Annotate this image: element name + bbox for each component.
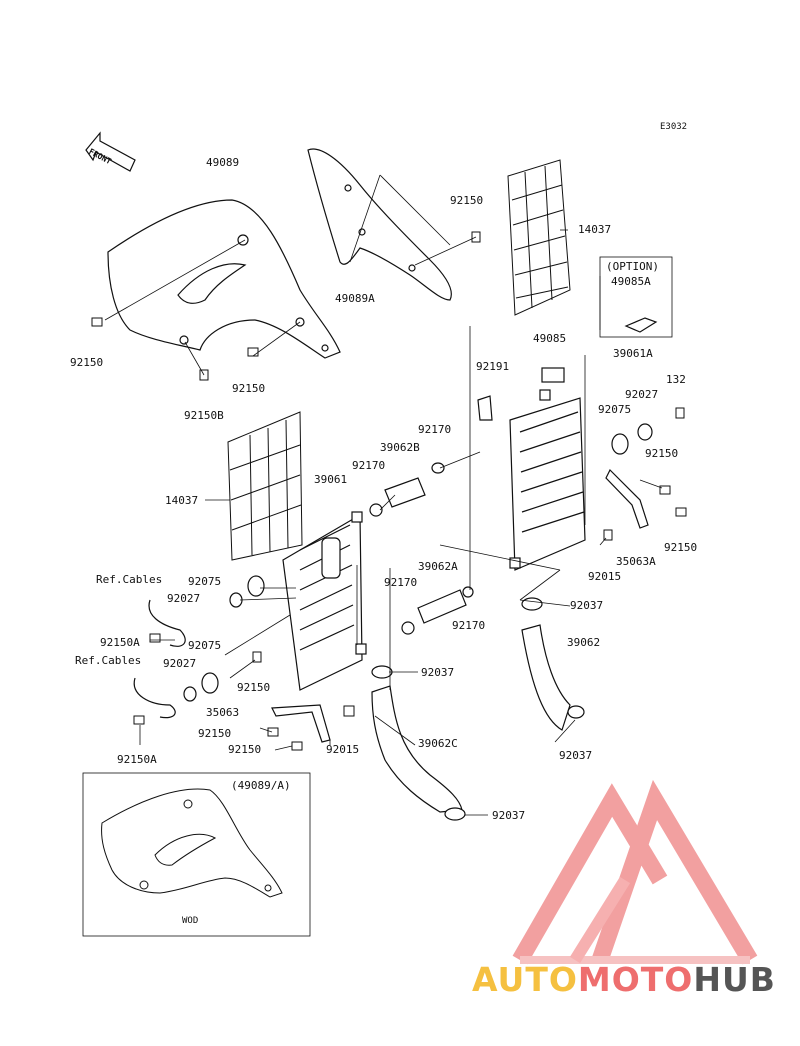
watermark-logo-icon	[512, 779, 758, 965]
watermark-text-hub: HUB	[693, 960, 776, 999]
part-49085: 49085	[533, 332, 567, 345]
radiator-right	[509, 367, 586, 571]
part-39062b: 39062B	[380, 441, 420, 454]
part-92150-c: 92150	[237, 681, 271, 694]
part-49089a: 49089A	[335, 292, 375, 305]
part-92037-d: 92037	[492, 809, 526, 822]
part-92150-r: 92150	[645, 447, 679, 460]
diagram-code: E3032	[660, 122, 688, 132]
part-14037-left: 14037	[165, 494, 199, 507]
part-92170-b: 92170	[352, 459, 386, 472]
part-92150b: 92150B	[184, 409, 224, 422]
option-part: 49085A	[611, 275, 651, 288]
hose-clamps	[369, 462, 585, 821]
part-92015-right: 92015	[588, 570, 622, 583]
part-39061: 39061	[314, 473, 348, 486]
radiator-shroud	[107, 199, 341, 359]
option-title: (OPTION)	[606, 260, 659, 273]
part-92027-left-2: 92027	[163, 657, 197, 670]
watermark-text-auto: AUTO	[472, 960, 578, 999]
part-39062: 39062	[567, 636, 601, 649]
part-92150-mid: 92150	[232, 382, 266, 395]
watermark-text: AUTOMOTOHUB	[472, 962, 776, 998]
watermark-text-moto: MOTO	[577, 960, 694, 999]
part-35063: 35063	[206, 706, 240, 719]
part-92075-left-2: 92075	[188, 639, 222, 652]
front-arrow-icon	[85, 131, 136, 172]
radiator-grille-right	[507, 159, 571, 316]
part-39062c: 39062C	[418, 737, 458, 750]
part-92191: 92191	[476, 360, 510, 373]
part-92075-left: 92075	[188, 575, 222, 588]
part-14037-top: 14037	[578, 223, 612, 236]
part-92027-left: 92027	[167, 592, 201, 605]
part-92027-right: 92027	[625, 388, 659, 401]
part-92170-a: 92170	[418, 423, 452, 436]
part-132: 132	[666, 373, 686, 386]
ref-cables-1: Ref.Cables	[96, 573, 163, 586]
part-92037-a: 92037	[570, 599, 604, 612]
part-92150a-1: 92150A	[100, 636, 140, 649]
part-49089: 49089	[206, 156, 240, 169]
part-92037-b: 92037	[421, 666, 455, 679]
inset-title: (49089/A)	[231, 779, 291, 792]
part-35063a: 35063A	[616, 555, 656, 568]
part-39061a: 39061A	[613, 347, 653, 360]
brackets-and-cables	[133, 317, 658, 743]
part-92150-r2: 92150	[664, 541, 698, 554]
part-39062a: 39062A	[418, 560, 458, 573]
part-92150-top: 92150	[450, 194, 484, 207]
part-92150-e: 92150	[228, 743, 262, 756]
radiator-grille-left	[227, 411, 303, 561]
part-92170-c: 92170	[384, 576, 418, 589]
part-92075-right: 92075	[598, 403, 632, 416]
ref-cables-2: Ref.Cables	[75, 654, 142, 667]
radiator-left	[282, 511, 367, 691]
inset-caption: WOD	[182, 916, 199, 926]
part-92170-d: 92170	[452, 619, 486, 632]
grommets	[183, 423, 653, 702]
inset-box	[82, 772, 311, 937]
part-92015-left: 92015	[326, 743, 360, 756]
part-92150a-2: 92150A	[117, 753, 157, 766]
part-92150-d: 92150	[198, 727, 232, 740]
part-92150-left: 92150	[70, 356, 104, 369]
option-box	[599, 256, 673, 338]
part-92037-c: 92037	[559, 749, 593, 762]
